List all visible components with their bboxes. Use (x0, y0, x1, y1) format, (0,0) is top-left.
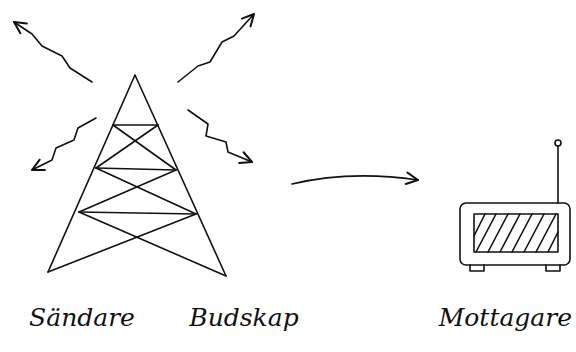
radio-waves (14, 14, 254, 170)
sender-label: Sändare (29, 303, 135, 333)
message-arrow (292, 176, 418, 184)
radio-receiver (460, 140, 570, 271)
receiver-label: Mottagare (439, 303, 572, 333)
transmitter-tower (48, 75, 226, 276)
message-label: Budskap (189, 303, 298, 333)
